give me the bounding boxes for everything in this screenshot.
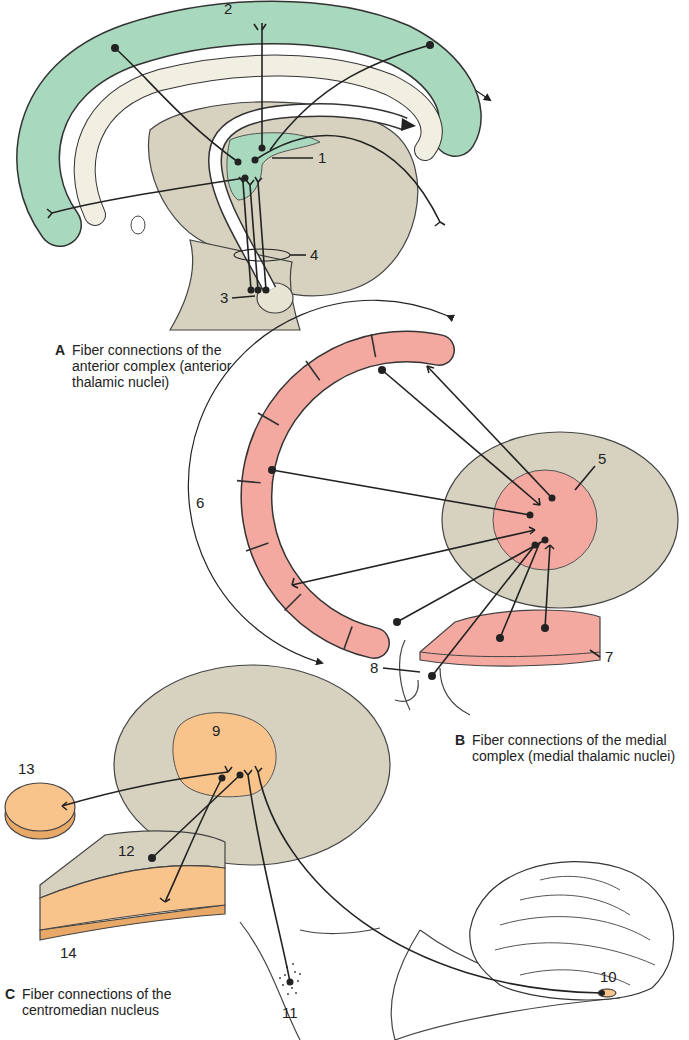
panel-caption: Fiber connections of the anterior comple… xyxy=(72,342,262,390)
caption-letter: A xyxy=(55,342,65,358)
callout-number: 2 xyxy=(224,0,232,18)
caption-letter: C xyxy=(5,986,15,1002)
callout-number: 6 xyxy=(196,494,204,512)
callout-number: 3 xyxy=(220,289,228,307)
callout-number: 10 xyxy=(600,968,617,986)
panel-c xyxy=(5,665,674,1040)
callout-number: 7 xyxy=(605,648,613,666)
panel-caption: Fiber connections of the centromedian nu… xyxy=(22,986,234,1018)
callout-number: 8 xyxy=(370,659,378,677)
callout-number: 11 xyxy=(282,1004,298,1022)
caption-letter: B xyxy=(455,732,465,748)
callout-number: 14 xyxy=(60,944,77,962)
callout-number: 5 xyxy=(598,450,606,468)
callout-number: 13 xyxy=(18,760,35,778)
callout-number: 12 xyxy=(118,842,135,860)
callout-number: 9 xyxy=(212,722,220,740)
panel-b xyxy=(188,300,678,715)
panel-a xyxy=(38,23,490,331)
callout-number: 4 xyxy=(310,246,318,264)
callout-number: 1 xyxy=(318,149,326,167)
panel-caption: Fiber connections of the medial complex … xyxy=(472,732,684,764)
